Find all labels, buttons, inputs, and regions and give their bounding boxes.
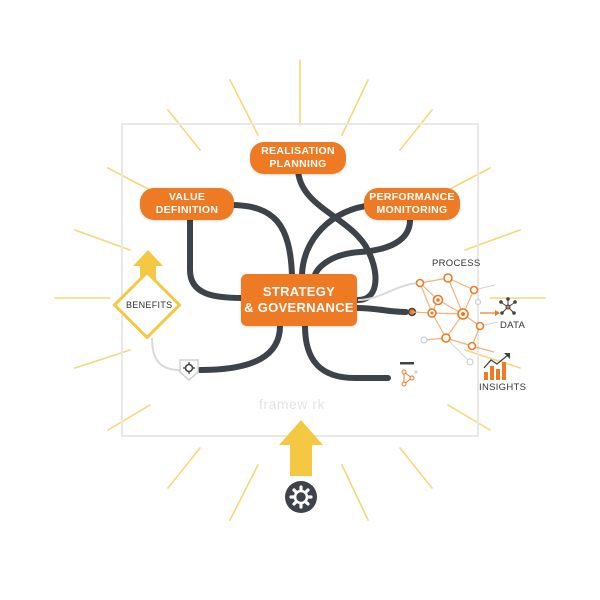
flow-icon: [400, 362, 418, 387]
strategy-governance-line-2: & GOVERNANCE: [244, 300, 354, 315]
benefits-group: [112, 250, 199, 382]
strategy-governance-line-1: STRATEGY: [262, 283, 336, 299]
shield-icon: [179, 359, 199, 382]
gear-icon: [184, 363, 194, 373]
sun-rays: [54, 59, 546, 521]
value-definition-node[interactable]: VALUE DEFINITION: [140, 188, 234, 220]
realisation-planning-node[interactable]: REALISATION PLANNING: [250, 142, 346, 174]
up-arrow-icon: [133, 250, 163, 282]
insights-label: INSIGHTS: [479, 382, 527, 393]
performance-monitoring-line-2: MONITORING: [376, 204, 448, 216]
realisation-planning-line-2: PLANNING: [269, 158, 327, 170]
data-label: DATA: [500, 320, 526, 331]
process-link: [357, 282, 419, 301]
data-hub-icon: [499, 297, 517, 315]
up-arrow-icon: [279, 420, 323, 476]
benefits-label: BENEFITS: [126, 300, 173, 310]
realisation-planning-line-1: REALISATION: [261, 144, 335, 157]
benefits-link: [151, 337, 181, 371]
process-label: PROCESS: [432, 258, 481, 269]
framework-watermark: framew rk: [259, 396, 325, 412]
value-definition-line-1: VALUE: [168, 190, 206, 203]
performance-monitoring-node[interactable]: PERFORMANCE MONITORING: [364, 188, 460, 220]
gear-icon: [285, 481, 317, 513]
benefits-diamond: [112, 270, 182, 340]
performance-monitoring-line-1: PERFORMANCE: [369, 190, 455, 203]
bar-chart-icon: [483, 353, 510, 380]
network-icon: [411, 273, 500, 366]
value-definition-line-2: DEFINITION: [155, 204, 219, 216]
strategy-governance-node[interactable]: STRATEGY & GOVERNANCE: [241, 274, 357, 326]
connector-paths: [187, 165, 413, 381]
